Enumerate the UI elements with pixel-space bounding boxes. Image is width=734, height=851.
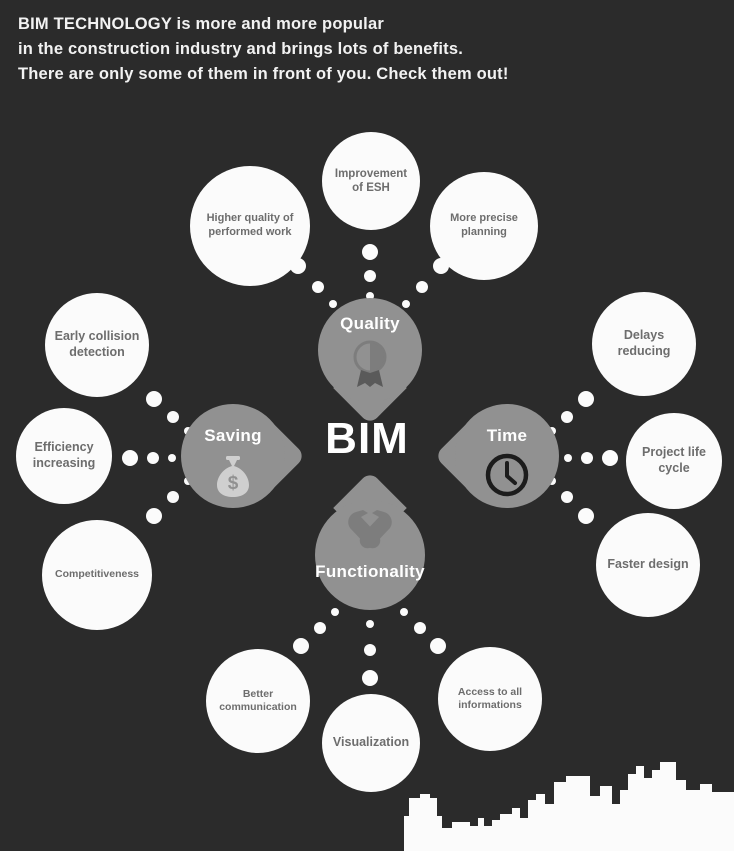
wrench-icon: [343, 508, 397, 563]
benefit-label: Visualization: [332, 735, 410, 750]
benefit-bubble-efficiency-increasing[interactable]: Efficiency increasing: [16, 408, 112, 504]
benefit-bubble-better-communication[interactable]: Better communication: [206, 649, 310, 753]
connector-dot: [564, 454, 572, 462]
connector-dot: [416, 281, 428, 293]
connector-dot: [146, 391, 162, 407]
benefit-bubble-more-precise-planning[interactable]: More precise planning: [430, 172, 538, 280]
connector-dot: [578, 391, 594, 407]
connector-dot: [364, 644, 376, 656]
money-bag-icon: $: [212, 454, 254, 503]
headline-line-1: BIM TECHNOLOGY is more and more popular: [18, 15, 384, 33]
clock-icon: [484, 452, 530, 503]
benefit-bubble-competitiveness[interactable]: Competitiveness: [42, 520, 152, 630]
benefit-label: Competitiveness: [54, 568, 140, 581]
connector-dot: [581, 452, 593, 464]
connector-dot: [402, 300, 410, 308]
connector-dot: [578, 508, 594, 524]
benefit-bubble-delays-reducing[interactable]: Delays reducing: [592, 292, 696, 396]
benefit-bubble-visualization[interactable]: Visualization: [322, 694, 420, 792]
connector-dot: [366, 292, 374, 300]
connector-dot: [147, 452, 159, 464]
connector-dot: [364, 270, 376, 282]
connector-dot: [561, 491, 573, 503]
benefit-bubble-improvement-esh[interactable]: Improvement of ESH: [322, 132, 420, 230]
connector-dot: [314, 622, 326, 634]
pin-label: Saving: [204, 426, 262, 445]
benefit-bubble-faster-design[interactable]: Faster design: [596, 513, 700, 617]
pin-label: Quality: [340, 314, 400, 333]
benefit-label: Faster design: [607, 557, 689, 572]
connector-dot: [400, 608, 408, 616]
benefit-bubble-early-collision-detection[interactable]: Early collision detection: [45, 293, 149, 397]
connector-dot: [293, 638, 309, 654]
headline-line-2: in the construction industry and brings …: [18, 40, 464, 58]
benefit-label: Delays reducing: [617, 328, 671, 358]
connector-dot: [168, 454, 176, 462]
benefit-label: Higher quality of performed work: [206, 212, 294, 238]
benefit-label: Early collision detection: [54, 329, 140, 359]
benefit-label: Improvement of ESH: [334, 167, 408, 194]
page-title: BIM TECHNOLOGY is more and more popular …: [18, 12, 718, 87]
center-label: BIM: [325, 414, 409, 463]
headline-line-3: There are only some of them in front of …: [18, 65, 509, 83]
pin-label: Time: [486, 426, 528, 445]
medal-icon: [349, 340, 391, 393]
connector-dot: [312, 281, 324, 293]
connector-dot: [122, 450, 138, 466]
benefit-label: Better communication: [219, 687, 297, 713]
connector-dot: [561, 411, 573, 423]
connector-dot: [331, 608, 339, 616]
benefit-label: Access to all informations: [457, 685, 523, 711]
svg-text:$: $: [228, 473, 239, 494]
pin-label: Functionality: [315, 562, 425, 581]
benefit-bubble-higher-quality[interactable]: Higher quality of performed work: [190, 166, 310, 286]
connector-dot: [146, 508, 162, 524]
connector-dot: [362, 670, 378, 686]
benefit-label: Project life cycle: [642, 445, 706, 475]
connector-dot: [414, 622, 426, 634]
connector-dot: [362, 244, 378, 260]
connector-dot: [366, 620, 374, 628]
connector-dot: [430, 638, 446, 654]
benefit-label: Efficiency increasing: [32, 440, 96, 470]
connector-dot: [167, 491, 179, 503]
city-skyline: [404, 762, 734, 851]
benefit-label: More precise planning: [450, 212, 518, 238]
connector-dot: [329, 300, 337, 308]
benefit-bubble-project-life-cycle[interactable]: Project life cycle: [626, 413, 722, 509]
connector-dot: [167, 411, 179, 423]
benefit-bubble-access-to-all-informations[interactable]: Access to all informations: [438, 647, 542, 751]
connector-dot: [602, 450, 618, 466]
